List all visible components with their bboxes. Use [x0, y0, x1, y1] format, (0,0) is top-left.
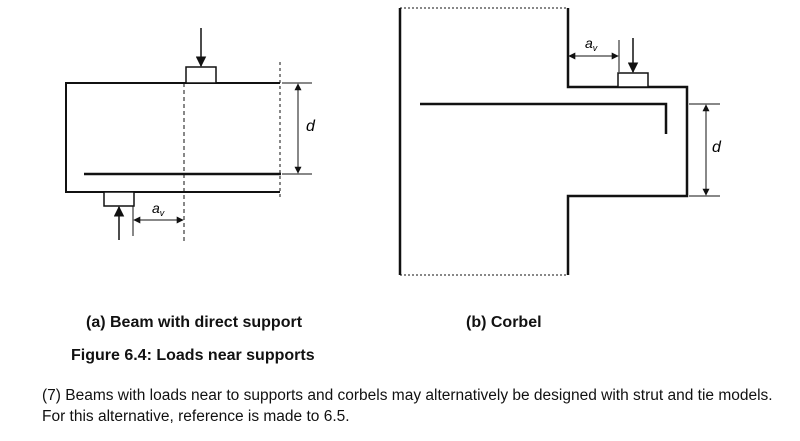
av-label-right: av: [585, 35, 598, 53]
corbel-diagram: av d: [398, 7, 722, 276]
support-plate: [103, 191, 135, 207]
body-paragraph: (7) Beams with loads near to supports an…: [42, 387, 773, 425]
figure-title: Figure 6.4: Loads near supports: [71, 347, 315, 364]
caption-b: (b) Corbel: [466, 314, 542, 331]
beam-outline: [65, 82, 280, 193]
d-label-left: d: [306, 118, 316, 135]
corbel-load-plate: [617, 72, 649, 88]
caption-a: (a) Beam with direct support: [86, 314, 303, 331]
av-label-left: av: [152, 200, 165, 218]
beam-diagram: av d: [65, 28, 316, 242]
corbel-reinforcement: [420, 102, 668, 134]
d-label-right: d: [712, 139, 722, 156]
figure-diagram: av d av d: [65, 7, 722, 276]
load-plate: [185, 66, 217, 84]
corbel-outline: [566, 8, 689, 275]
